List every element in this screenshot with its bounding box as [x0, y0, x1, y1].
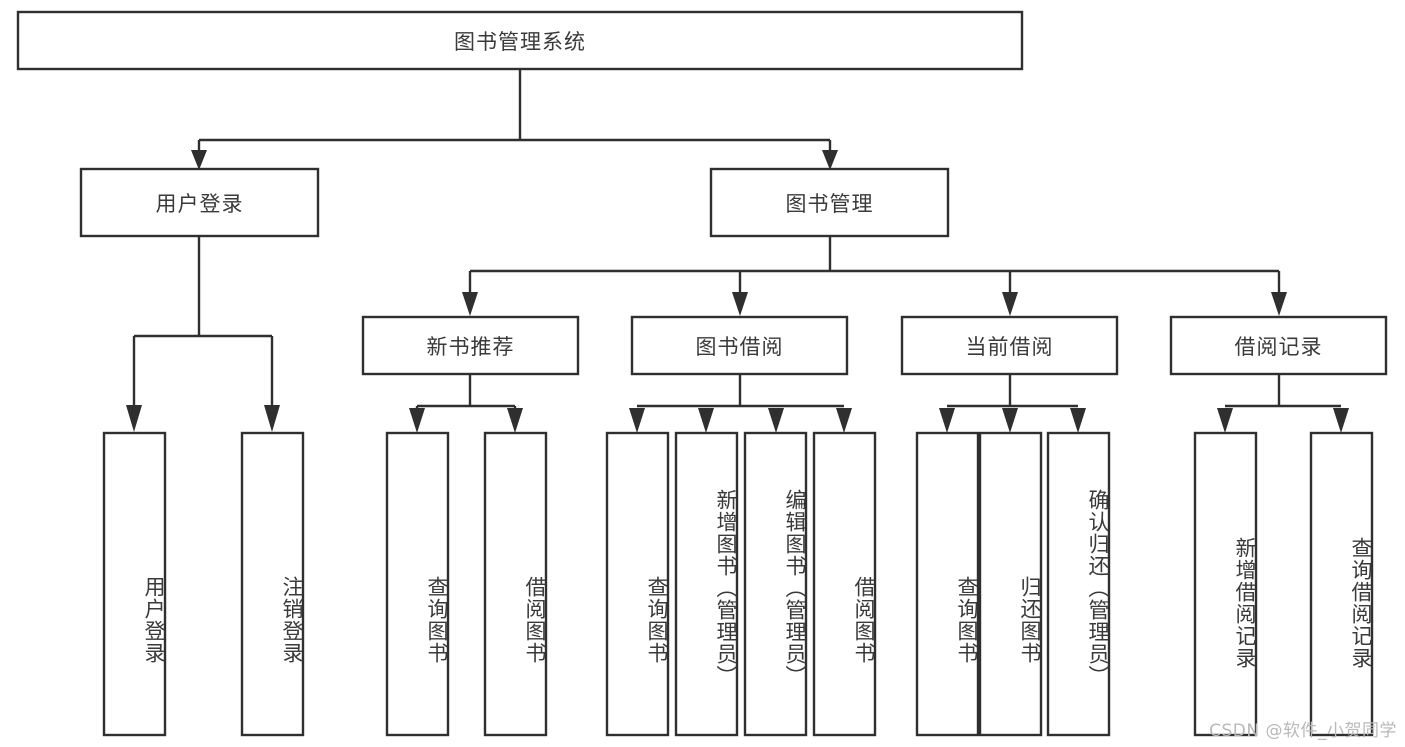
arrow-head-new-book-recommend	[462, 292, 478, 316]
node-box-leaf-return-book[interactable]	[978, 431, 1043, 737]
arrow-head-leaf-return-book	[1002, 408, 1018, 433]
node-box-leaf-borrow-book-1[interactable]	[483, 431, 548, 737]
node-box-leaf-borrow-book-2[interactable]	[812, 431, 877, 737]
arrow-head-leaf-borrow-book-1	[507, 408, 523, 433]
arrow-head-leaf-borrow-book-2	[836, 408, 852, 433]
node-box-user-login[interactable]	[79, 167, 320, 238]
arrow-head-book-borrow	[732, 292, 748, 316]
node-box-leaf-user-login[interactable]	[102, 431, 167, 737]
node-box-root[interactable]	[16, 10, 1024, 71]
node-box-new-book-recommend[interactable]	[361, 315, 580, 376]
arrow-head-leaf-add-book	[698, 408, 714, 433]
node-box-leaf-logout[interactable]	[240, 431, 305, 737]
arrow-head-leaf-confirm-return	[1070, 408, 1086, 433]
arrow-head-current-borrow	[1002, 292, 1018, 316]
arrow-head-leaf-logout	[264, 405, 280, 432]
node-box-leaf-query-book-3[interactable]	[915, 431, 980, 737]
node-box-leaf-add-book[interactable]	[674, 431, 739, 737]
node-box-leaf-query-book-1[interactable]	[385, 431, 450, 737]
node-box-leaf-add-record[interactable]	[1193, 431, 1258, 737]
arrow-head-leaf-query-record	[1333, 408, 1349, 433]
node-box-leaf-query-record[interactable]	[1309, 431, 1374, 737]
node-box-borrow-record[interactable]	[1169, 315, 1388, 376]
arrow-head-leaf-query-book-1	[409, 408, 425, 433]
arrow-head-user-login	[191, 150, 207, 170]
arrow-head-leaf-edit-book	[768, 408, 784, 433]
arrow-head-book-manage	[822, 150, 838, 170]
node-box-leaf-confirm-return[interactable]	[1046, 431, 1111, 737]
node-box-leaf-edit-book[interactable]	[743, 431, 808, 737]
arrow-head-leaf-add-record	[1217, 408, 1233, 433]
arrow-head-borrow-record	[1271, 292, 1287, 316]
node-box-leaf-query-book-2[interactable]	[605, 431, 670, 737]
arrow-head-leaf-query-book-2	[629, 408, 645, 433]
arrow-head-leaf-user-login	[126, 405, 142, 432]
node-box-book-borrow[interactable]	[630, 315, 849, 376]
arrow-head-leaf-query-book-3	[939, 408, 955, 433]
node-box-book-manage[interactable]	[709, 167, 950, 238]
node-box-current-borrow[interactable]	[900, 315, 1119, 376]
